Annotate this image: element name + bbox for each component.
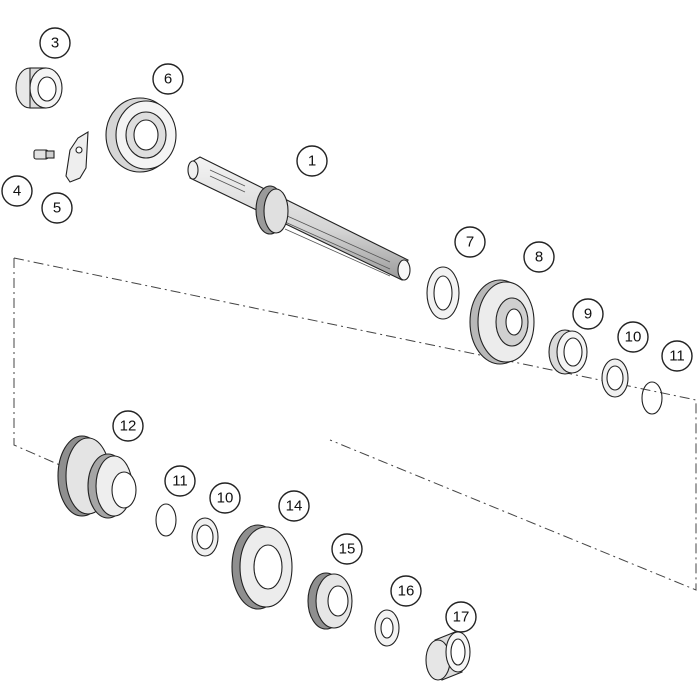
callout-5-label: 5 <box>53 200 61 217</box>
callout-3: 3 <box>39 27 71 59</box>
callout-group: 1 3 4 5 6 7 8 9 10 11 12 11 10 14 15 16 … <box>1 27 693 633</box>
part-10-upper-spline-washer <box>601 358 629 398</box>
callout-3-label: 3 <box>51 35 59 52</box>
part-7-washer <box>426 266 460 320</box>
part-6-bearing <box>105 97 177 173</box>
part-11-lower-circlip <box>155 503 177 537</box>
callout-1: 1 <box>296 145 328 177</box>
callout-10-lower-label: 10 <box>217 490 234 507</box>
callout-10-lower: 10 <box>209 482 241 514</box>
callout-11-upper: 11 <box>661 340 693 372</box>
part-12-double-gear <box>57 435 137 519</box>
callout-17-label: 17 <box>453 609 470 626</box>
callout-6-label: 6 <box>164 71 172 88</box>
callout-14: 14 <box>278 490 310 522</box>
callout-12-label: 12 <box>120 418 137 435</box>
callout-8: 8 <box>523 241 555 273</box>
callout-12: 12 <box>112 410 144 442</box>
part-10-lower-spline-washer <box>191 517 219 557</box>
part-9-bushing <box>548 329 588 375</box>
callout-14-label: 14 <box>286 498 303 515</box>
callout-10-upper-label: 10 <box>625 329 642 346</box>
part-1-main-shaft <box>187 156 411 281</box>
part-4-bolt <box>33 149 55 160</box>
callout-9: 9 <box>572 298 604 330</box>
callout-4: 4 <box>1 175 33 207</box>
callout-11-upper-label: 11 <box>669 348 685 365</box>
assembly-leader-lines <box>13 257 697 591</box>
part-16-washer <box>374 609 400 647</box>
callout-8-label: 8 <box>535 249 543 266</box>
part-8-gear <box>469 279 535 365</box>
part-14-gear <box>231 524 293 610</box>
callout-10-upper: 10 <box>617 321 649 353</box>
part-17-needle-bearing <box>425 631 471 681</box>
callout-5: 5 <box>41 192 73 224</box>
part-15-gear <box>307 572 353 630</box>
callout-9-label: 9 <box>584 306 592 323</box>
callout-17: 17 <box>445 601 477 633</box>
callout-7: 7 <box>454 226 486 258</box>
callout-15-label: 15 <box>339 541 356 558</box>
callout-4-label: 4 <box>13 183 21 200</box>
part-5-locking-plate <box>65 130 89 183</box>
callout-1-label: 1 <box>308 153 316 170</box>
part-11-upper-circlip <box>641 381 663 415</box>
callout-11-lower: 11 <box>164 465 196 497</box>
callout-7-label: 7 <box>466 234 474 251</box>
callout-15: 15 <box>331 533 363 565</box>
callout-11-lower-label: 11 <box>172 473 188 490</box>
part-3-bushing <box>15 67 63 109</box>
callout-6: 6 <box>152 63 184 95</box>
callout-16-label: 16 <box>398 583 415 600</box>
callout-16: 16 <box>390 575 422 607</box>
